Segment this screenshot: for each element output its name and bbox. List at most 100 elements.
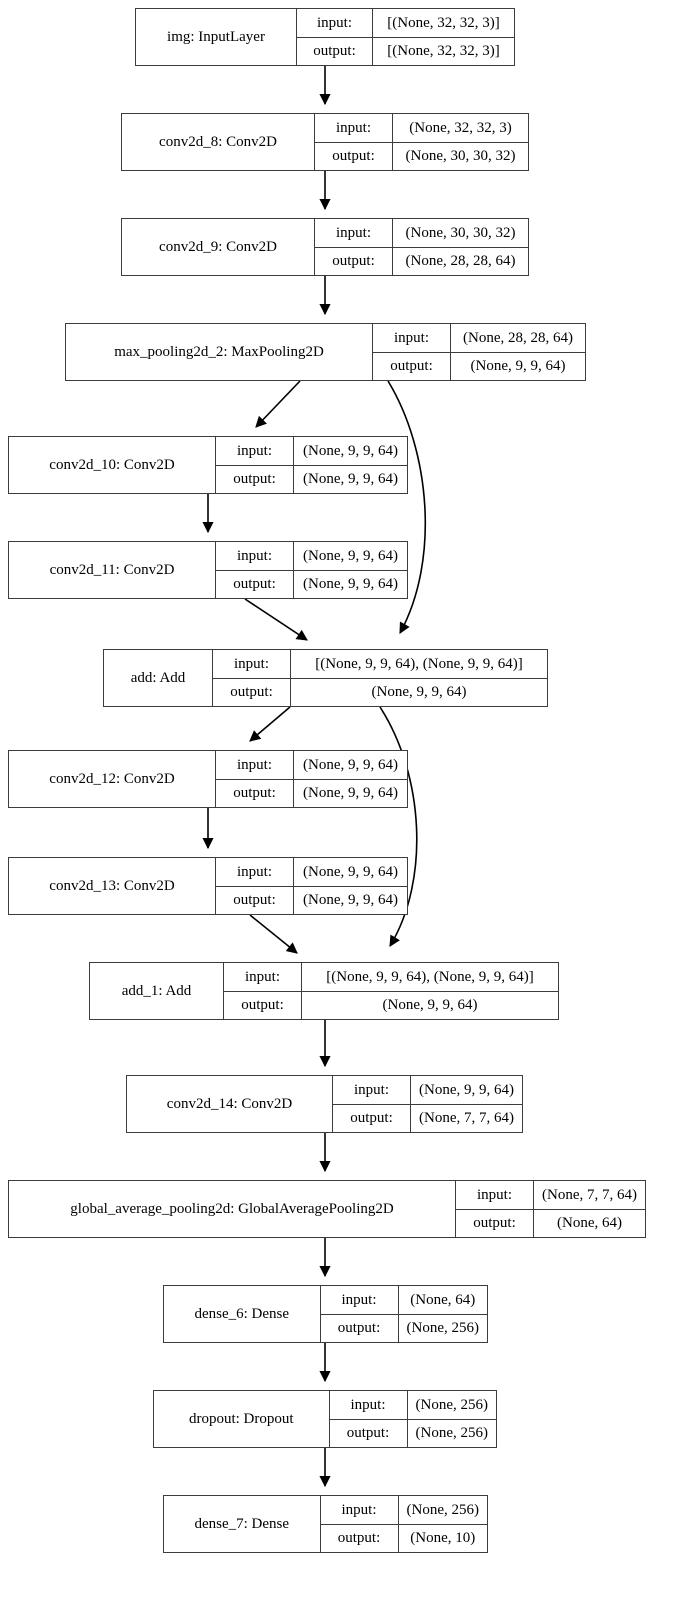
input-label-conv2d_12: input:: [216, 751, 294, 779]
layer-node-global_average_pooling2d: global_average_pooling2d: GlobalAverageP…: [8, 1180, 646, 1238]
input-label-dropout: input:: [330, 1391, 408, 1419]
output-label-add_1: output:: [224, 991, 302, 1019]
output-shape-global_average_pooling2d: (None, 64): [557, 1215, 622, 1231]
layer-name-conv2d_8: conv2d_8: Conv2D: [122, 114, 315, 170]
layer-name-add: add: Add: [104, 650, 213, 706]
layer-io-dense_7: input:(None, 256)output:(None, 10): [320, 1496, 487, 1552]
layer-name-dense_6: dense_6: Dense: [164, 1286, 321, 1342]
layer-output-row-dense_6: output:(None, 256): [321, 1314, 487, 1342]
output-shape-conv2d_8: (None, 30, 30, 32): [405, 148, 516, 164]
layer-io-dense_6: input: (None, 64) output:(None, 256): [320, 1286, 487, 1342]
layer-input-row-dense_7: input:(None, 256): [320, 1496, 487, 1525]
layer-output-row-conv2d_14: output:(None, 7, 7, 64): [333, 1104, 522, 1132]
input-label-conv2d_8: input:: [315, 114, 393, 142]
output-label-conv2d_11: output:: [216, 570, 294, 598]
input-label-conv2d_11: input:: [216, 542, 294, 570]
input-shape-dropout: (None, 256): [415, 1396, 488, 1413]
output-label-max_pooling2d_2: output:: [373, 352, 451, 380]
layer-name-global_average_pooling2d: global_average_pooling2d: GlobalAverageP…: [9, 1181, 457, 1237]
output-label-dropout: output:: [330, 1419, 408, 1447]
output-shape-conv2d_9: (None, 28, 28, 64): [405, 253, 516, 269]
input-shape-dense_7: (None, 256): [406, 1501, 479, 1518]
input-shape-conv2d_8: (None, 32, 32, 3): [409, 119, 512, 136]
output-label-conv2d_12: output:: [216, 779, 294, 807]
layer-output-row-add: output:(None, 9, 9, 64): [213, 678, 547, 706]
layer-name-conv2d_14: conv2d_14: Conv2D: [127, 1076, 334, 1132]
input-label-global_average_pooling2d: input:: [456, 1181, 535, 1209]
output-label-global_average_pooling2d: output:: [456, 1209, 535, 1237]
layer-output-row-global_average_pooling2d: output: (None, 64): [456, 1209, 645, 1237]
input-label-img: input:: [297, 9, 373, 37]
input-shape-img: [(None, 32, 32, 3)]: [387, 14, 500, 31]
output-shape-conv2d_13: (None, 9, 9, 64): [303, 892, 398, 908]
layer-io-global_average_pooling2d: input:(None, 7, 7, 64)output:(None, 64): [456, 1181, 645, 1237]
layer-name-conv2d_12: conv2d_12: Conv2D: [9, 751, 216, 807]
input-shape-conv2d_11: (None, 9, 9, 64): [303, 547, 398, 564]
layer-io-conv2d_14: input:(None, 9, 9, 64)output:(None, 7, 7…: [333, 1076, 522, 1132]
layer-input-row-add: input:[(None, 9, 9, 64), (None, 9, 9, 64…: [213, 650, 547, 679]
input-shape-max_pooling2d_2: (None, 28, 28, 64): [463, 329, 573, 346]
input-shape-conv2d_10: (None, 9, 9, 64): [303, 442, 398, 459]
layer-io-dropout: input: (None, 256)output: (None, 256): [329, 1391, 496, 1447]
output-shape-conv2d_14: (None, 7, 7, 64): [419, 1110, 514, 1126]
output-label-conv2d_13: output:: [216, 886, 294, 914]
output-label-add: output:: [213, 678, 291, 706]
layer-name-conv2d_11: conv2d_11: Conv2D: [9, 542, 216, 598]
layer-output-row-img: output: [(None, 32, 32, 3)]: [297, 37, 514, 65]
layer-io-conv2d_9: input:(None, 30, 30, 32)output:(None, 28…: [315, 219, 528, 275]
output-shape-max_pooling2d_2: (None, 9, 9, 64): [470, 358, 566, 374]
input-label-dense_6: input:: [321, 1286, 399, 1314]
layer-input-row-add_1: input:[(None, 9, 9, 64), (None, 9, 9, 64…: [224, 963, 558, 992]
layer-input-row-conv2d_14: input:(None, 9, 9, 64): [333, 1076, 522, 1105]
layer-output-row-conv2d_11: output: (None, 9, 9, 64): [216, 570, 407, 598]
layer-io-conv2d_11: input: (None, 9, 9, 64) output: (None, 9, 9…: [216, 542, 407, 598]
layer-output-row-conv2d_13: output: (None, 9, 9, 64): [216, 886, 407, 914]
layer-name-conv2d_9: conv2d_9: Conv2D: [122, 219, 315, 275]
output-shape-dense_6: (None, 256): [406, 1320, 479, 1336]
layer-output-row-dense_7: output:(None, 10): [321, 1524, 487, 1552]
layer-input-row-dense_6: input: (None, 64): [320, 1286, 487, 1315]
output-label-conv2d_8: output:: [315, 142, 393, 170]
input-shape-dense_6: (None, 64): [410, 1291, 476, 1308]
layer-io-add_1: input:[(None, 9, 9, 64), (None, 9, 9, 64…: [224, 963, 558, 1019]
layer-input-row-conv2d_10: input: (None, 9, 9, 64): [216, 437, 407, 466]
output-label-img: output:: [297, 37, 373, 65]
edge-add-to-conv2d_12: [249, 706, 291, 742]
layer-name-conv2d_10: conv2d_10: Conv2D: [9, 437, 216, 493]
input-label-max_pooling2d_2: input:: [373, 324, 451, 352]
layer-input-row-conv2d_11: input: (None, 9, 9, 64): [216, 542, 407, 571]
input-label-conv2d_9: input:: [315, 219, 393, 247]
layer-io-conv2d_13: input: (None, 9, 9, 64) output: (None, 9, 9…: [216, 858, 407, 914]
layer-io-conv2d_10: input: (None, 9, 9, 64)output: (None, 9, 9…: [216, 437, 407, 493]
layer-input-row-conv2d_12: input: (None, 9, 9, 64): [216, 751, 407, 780]
input-shape-conv2d_9: (None, 30, 30, 32): [405, 224, 516, 241]
layer-io-conv2d_12: input: (None, 9, 9, 64)output: (None, 9, 9…: [216, 751, 407, 807]
input-shape-conv2d_12: (None, 9, 9, 64): [303, 756, 398, 773]
input-label-add_1: input:: [224, 963, 302, 991]
output-label-conv2d_10: output:: [216, 465, 294, 493]
input-label-conv2d_10: input:: [216, 437, 294, 465]
input-shape-conv2d_14: (None, 9, 9, 64): [419, 1081, 514, 1098]
input-shape-conv2d_13: (None, 9, 9, 64): [303, 863, 398, 880]
layer-input-row-max_pooling2d_2: input: (None, 28, 28, 64): [373, 324, 585, 353]
output-shape-conv2d_11: (None, 9, 9, 64): [303, 576, 398, 592]
edge-max_pooling2d_2-to-conv2d_10: [255, 380, 301, 428]
layer-io-img: input: [(None, 32, 32, 3)] output: [(None, …: [297, 9, 514, 65]
output-shape-img: [(None, 32, 32, 3)]: [387, 43, 500, 59]
input-label-conv2d_13: input:: [216, 858, 294, 886]
layer-input-row-dropout: input: (None, 256): [329, 1391, 496, 1420]
layer-input-row-conv2d_8: input: (None, 32, 32, 3): [315, 114, 528, 143]
layer-name-add_1: add_1: Add: [90, 963, 224, 1019]
